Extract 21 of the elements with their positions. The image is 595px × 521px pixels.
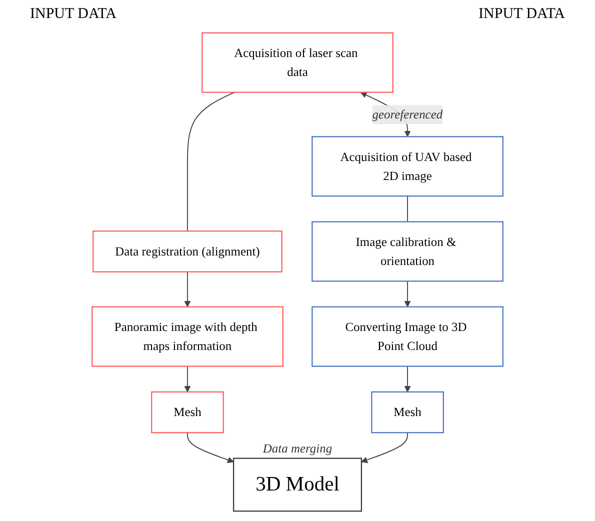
arrow	[361, 432, 408, 463]
node-box: Converting Image to 3D Point Cloud	[312, 306, 504, 367]
node-box: Mesh	[151, 391, 224, 434]
edge-label: georeferenced	[372, 107, 443, 122]
node-box: Image calibration & orientation	[312, 221, 504, 282]
arrow	[184, 271, 191, 308]
arrow	[404, 280, 411, 308]
node-box: 3D Model	[233, 458, 362, 512]
node-box: Data registration (alignment)	[92, 230, 282, 272]
connector	[187, 92, 235, 232]
node-caption: Data merging	[262, 441, 332, 456]
arrow	[184, 366, 191, 392]
node-box: Mesh	[371, 391, 444, 434]
node-box: Acquisition of laser scan data	[202, 32, 394, 93]
node-box: Panoramic image with depth maps information	[92, 306, 284, 367]
input-heading: INPUT DATA	[478, 6, 565, 23]
input-heading: INPUT DATA	[30, 6, 116, 23]
connector	[407, 196, 408, 222]
arrow	[187, 432, 234, 463]
arrow	[404, 366, 411, 392]
node-box: Acquisition of UAV based 2D image	[312, 136, 504, 197]
